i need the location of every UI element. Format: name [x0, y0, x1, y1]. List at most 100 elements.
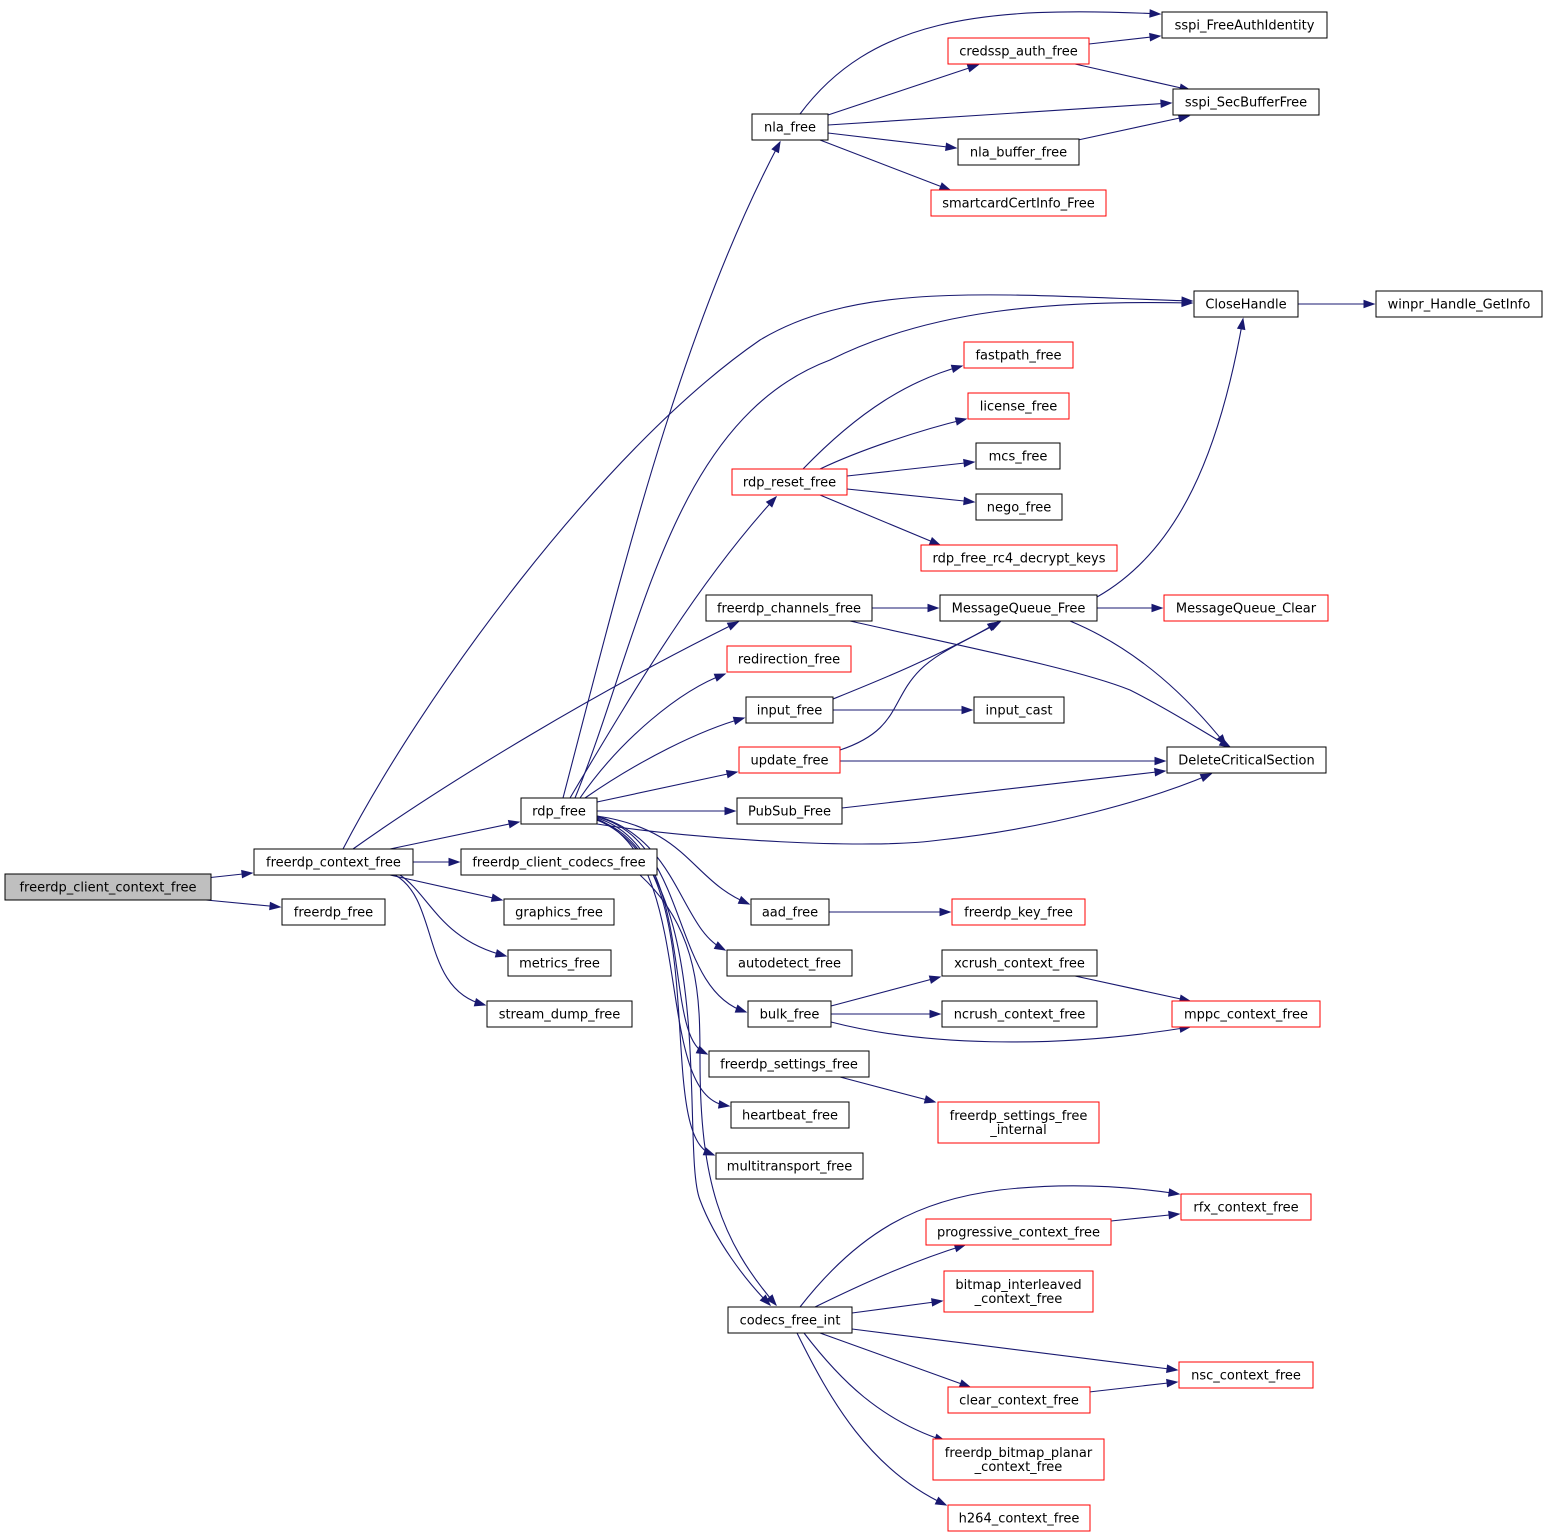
node-label: graphics_free [515, 906, 603, 921]
node-freerdp-settings-free-internal[interactable]: freerdp_settings_free_internal [937, 1101, 1100, 1144]
edge-codecs_free_int-to-progressive_context_free [814, 1244, 967, 1308]
node-input-cast[interactable]: input_cast [973, 696, 1065, 724]
node-box [967, 392, 1070, 420]
node-nsc-context-free[interactable]: nsc_context_free [1178, 1361, 1314, 1389]
edge-rdp_free-to-bulk_free [596, 816, 748, 1013]
node-aad-free[interactable]: aad_free [750, 898, 830, 926]
node-multitransport-free[interactable]: multitransport_free [715, 1152, 864, 1180]
node-heartbeat-free[interactable]: heartbeat_free [730, 1101, 850, 1129]
node-pubsub-free[interactable]: PubSub_Free [736, 797, 843, 825]
node-winpr-handle-getinfo[interactable]: winpr_Handle_GetInfo [1375, 290, 1543, 318]
node-label: mcs_free [989, 450, 1048, 465]
edge-rdp_free-to-rdp_reset_free [569, 495, 777, 799]
node-freerdp-key-free[interactable]: freerdp_key_free [951, 898, 1086, 926]
arrowhead [713, 941, 727, 951]
arrowhead [241, 869, 254, 879]
node-label: freerdp_bitmap_planar [945, 1446, 1093, 1461]
node-codecs-free-int[interactable]: codecs_free_int [727, 1306, 853, 1334]
node-redirection-free[interactable]: redirection_free [726, 645, 852, 673]
edge-rdp_free-to-update_free [596, 769, 739, 803]
edge-freerdp_context_free-to-metrics_free [399, 874, 508, 958]
node-nla-free[interactable]: nla_free [751, 113, 829, 141]
node-label: autodetect_free [738, 957, 841, 972]
arrowhead [765, 495, 777, 508]
edge-rdp_reset_free-to-license_free [819, 417, 968, 470]
node-box [1161, 11, 1328, 39]
node-clear-context-free[interactable]: clear_context_free [947, 1386, 1091, 1414]
arrowhead [1151, 603, 1164, 613]
node-label: rdp_free_rc4_decrypt_keys [932, 552, 1105, 567]
node-box [932, 1438, 1105, 1481]
edge-codecs_free_int-to-clear_context_free [819, 1332, 972, 1388]
node-box [730, 1101, 850, 1129]
arrowhead [1181, 298, 1194, 308]
arrowhead [713, 673, 727, 682]
node-mcs-free[interactable]: mcs_free [975, 442, 1061, 470]
node-credssp-auth-free[interactable]: credssp_auth_free [947, 37, 1090, 65]
node-progressive-context-free[interactable]: progressive_context_free [925, 1218, 1112, 1246]
node-sspi-freeauthidentity[interactable]: sspi_FreeAuthIdentity [1161, 11, 1328, 39]
node-box [925, 1218, 1112, 1246]
node-label: freerdp_client_codecs_free [472, 856, 645, 871]
edge-freerdp_context_free-to-stream_dump_free [394, 874, 487, 1007]
node-box [941, 1000, 1098, 1028]
node-freerdp-bitmap-planar-context-free[interactable]: freerdp_bitmap_planar_context_free [932, 1438, 1105, 1481]
node-input-free[interactable]: input_free [745, 696, 834, 724]
node-graphics-free[interactable]: graphics_free [503, 898, 615, 926]
node-xcrush-context-free[interactable]: xcrush_context_free [941, 949, 1098, 977]
node-label: redirection_free [738, 653, 840, 668]
node-box [520, 797, 598, 825]
node-smartcardcertinfo-free[interactable]: smartcardCertInfo_Free [930, 189, 1107, 217]
edge-input_free-to-MessageQueue_Free [832, 621, 1002, 700]
node-rdp-free-rc4-decrypt-keys[interactable]: rdp_free_rc4_decrypt_keys [920, 544, 1118, 572]
arrowhead [1199, 773, 1213, 783]
node-h264-context-free[interactable]: h264_context_free [947, 1504, 1091, 1532]
edge-freerdp_client_context_free-to-freerdp_context_free [205, 869, 254, 879]
node-bulk-free[interactable]: bulk_free [747, 1000, 832, 1028]
edge-rdp_free-to-redirection_free [579, 673, 727, 799]
node-rfx-context-free[interactable]: rfx_context_free [1180, 1193, 1312, 1221]
arrowhead [1363, 299, 1376, 309]
node-freerdp-channels-free[interactable]: freerdp_channels_free [705, 594, 873, 622]
node-box [941, 949, 1098, 977]
node-freerdp-client-codecs-free[interactable]: freerdp_client_codecs_free [460, 848, 658, 876]
node-box [708, 1050, 870, 1078]
node-label: _context_free [974, 1292, 1063, 1307]
node-label: input_free [757, 704, 823, 719]
edge-freerdp_context_free-to-freerdp_channels_free [352, 621, 740, 850]
node-box [957, 138, 1080, 166]
node-nla-buffer-free[interactable]: nla_buffer_free [957, 138, 1080, 166]
edge-rdp_free-to-codecs_free_int [596, 819, 772, 1307]
node-nego-free[interactable]: nego_free [975, 493, 1063, 521]
node-messagequeue-clear[interactable]: MessageQueue_Clear [1163, 594, 1329, 622]
node-update-free[interactable]: update_free [738, 746, 841, 774]
node-label: stream_dump_free [499, 1008, 621, 1023]
node-ncrush-context-free[interactable]: ncrush_context_free [941, 1000, 1098, 1028]
node-sspi-secbufferfree[interactable]: sspi_SecBufferFree [1172, 88, 1320, 116]
node-closehandle[interactable]: CloseHandle [1193, 290, 1299, 318]
node-label: bulk_free [760, 1008, 820, 1023]
node-license-free[interactable]: license_free [967, 392, 1070, 420]
arrowhead [1149, 9, 1162, 18]
node-deletecriticalsection[interactable]: DeleteCriticalSection [1166, 746, 1327, 774]
node-freerdp-settings-free[interactable]: freerdp_settings_free [708, 1050, 870, 1078]
node-freerdp-context-free[interactable]: freerdp_context_free [253, 848, 414, 876]
arrowhead [507, 819, 521, 829]
node-freerdp-client-context-free[interactable]: freerdp_client_context_free [4, 873, 212, 901]
node-rdp-free[interactable]: rdp_free [520, 797, 598, 825]
node-rdp-reset-free[interactable]: rdp_reset_free [731, 468, 848, 496]
node-fastpath-free[interactable]: fastpath_free [963, 341, 1074, 369]
node-messagequeue-free[interactable]: MessageQueue_Free [939, 594, 1098, 622]
node-bitmap-interleaved-context-free[interactable]: bitmap_interleaved_context_free [943, 1270, 1094, 1313]
edge-aad_free-to-freerdp_key_free [829, 907, 952, 917]
edge-CloseHandle-to-winpr_Handle_GetInfo [1298, 299, 1376, 309]
edge-nla_free-to-credssp_auth_free [827, 64, 980, 116]
node-metrics-free[interactable]: metrics_free [507, 949, 612, 977]
node-label: _internal [989, 1123, 1046, 1138]
node-stream-dump-free[interactable]: stream_dump_free [486, 1000, 633, 1028]
arrowhead [928, 536, 942, 546]
node-autodetect-free[interactable]: autodetect_free [726, 949, 853, 977]
node-mppc-context-free[interactable]: mppc_context_free [1171, 1000, 1321, 1028]
node-freerdp-free[interactable]: freerdp_free [281, 898, 386, 926]
edge-MessageQueue_Free-to-CloseHandle [1096, 317, 1246, 598]
